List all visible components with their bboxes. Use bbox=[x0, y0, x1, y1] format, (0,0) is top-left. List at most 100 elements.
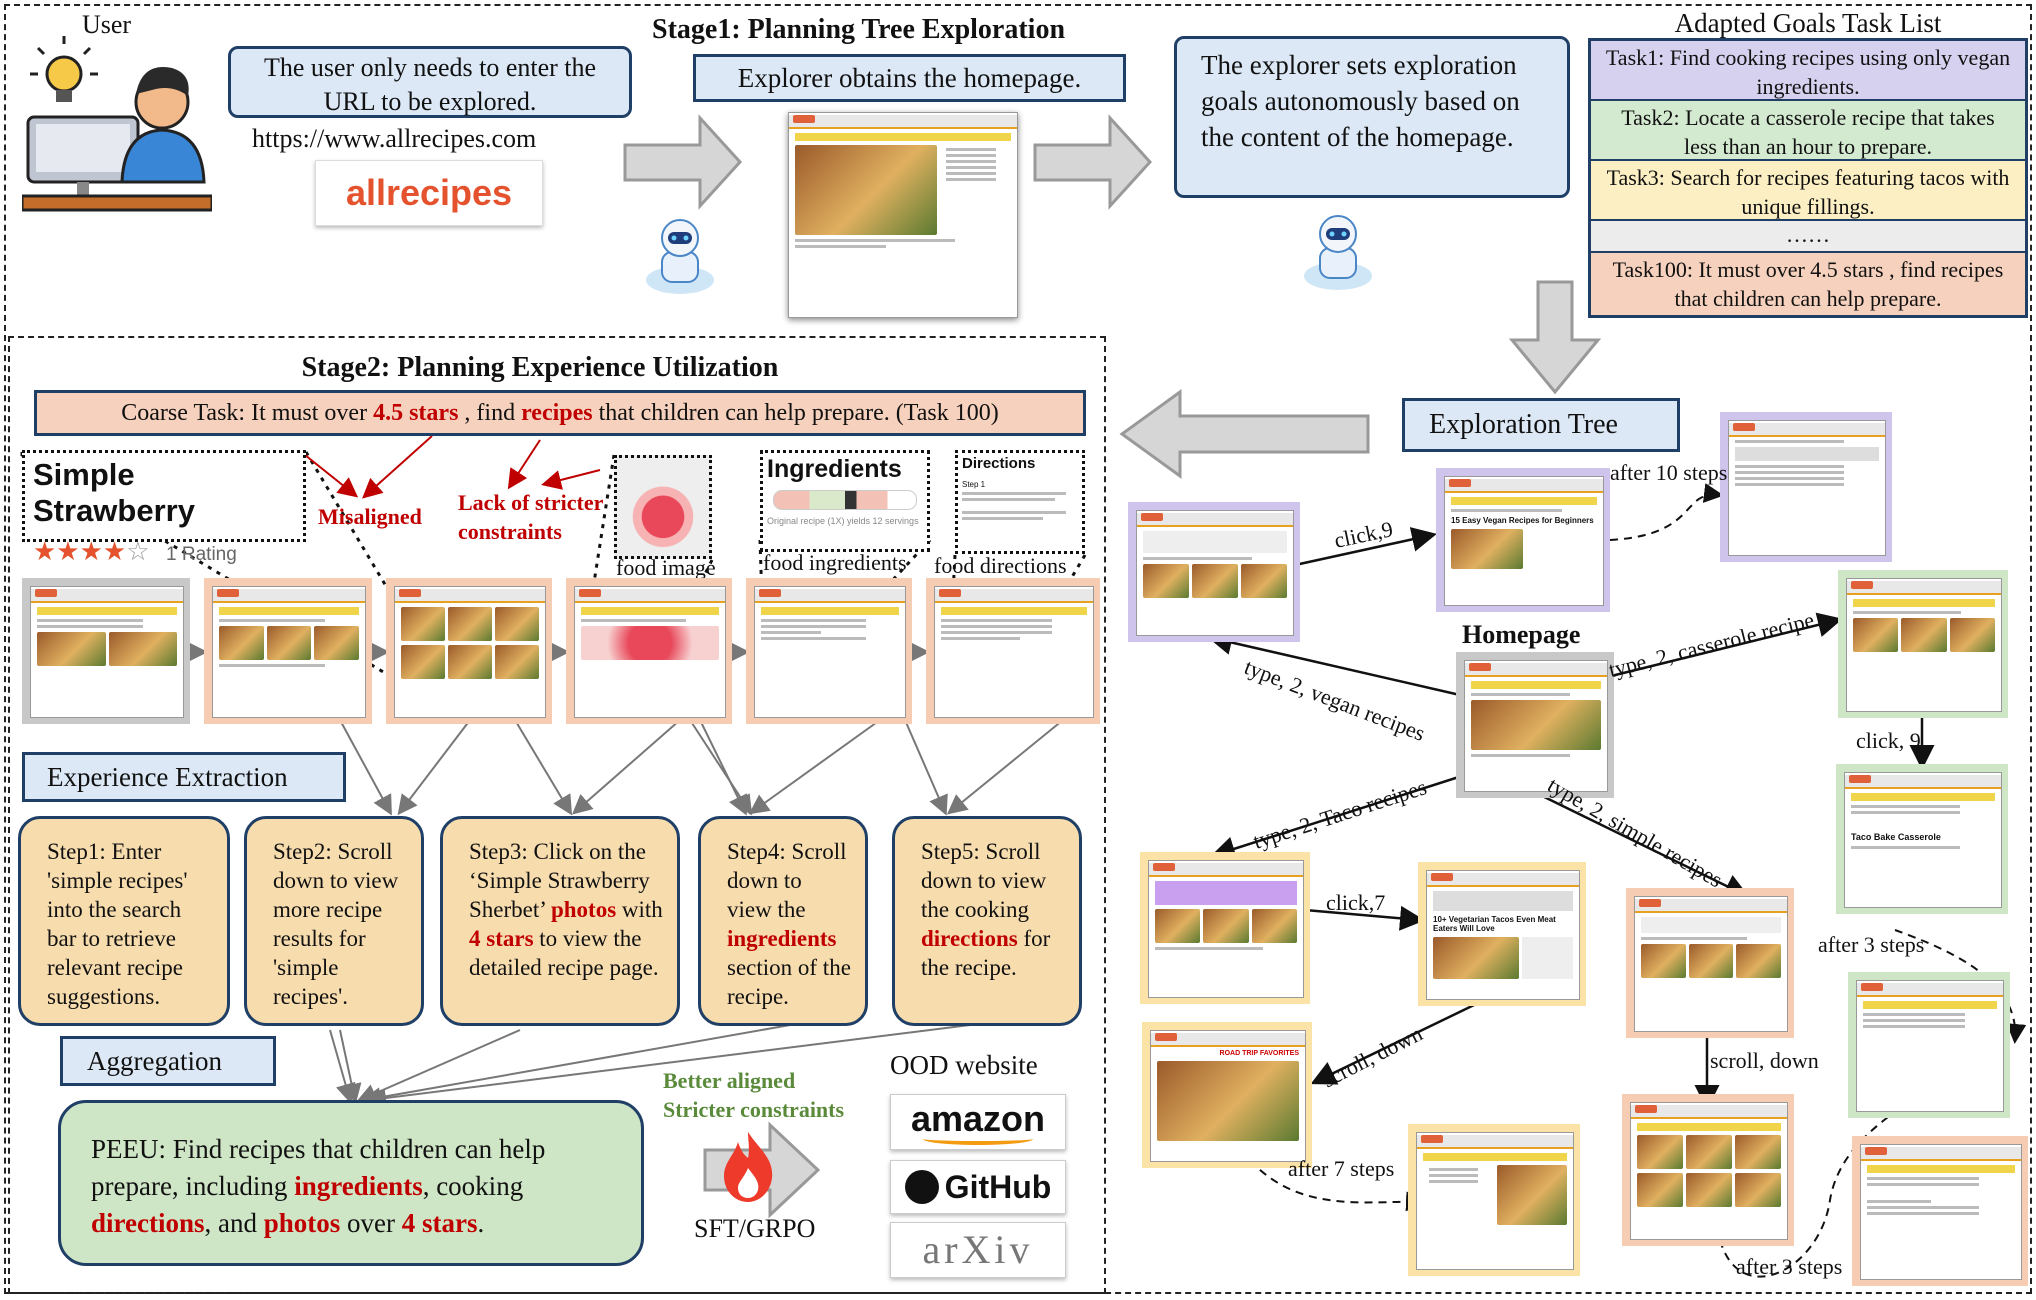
coarse-task-text: Coarse Task: It must over bbox=[121, 400, 374, 426]
block-arrow-2 bbox=[1033, 114, 1153, 210]
food-image-label: food image bbox=[616, 555, 716, 580]
step-box-1: Step1: Enter 'simple recipes' into the s… bbox=[18, 816, 230, 1026]
arxiv-logo: arXiv bbox=[890, 1222, 1066, 1278]
edge-label: after 3 steps bbox=[1818, 932, 1925, 957]
block-arrow-1 bbox=[623, 114, 743, 210]
sequence-screenshot bbox=[926, 578, 1100, 724]
step-box-3: Step3: Click on the ‘Simple Strawberry S… bbox=[440, 816, 680, 1026]
misaligned-label: Misaligned bbox=[318, 504, 422, 529]
peeu-highlight: ingredients bbox=[294, 1171, 423, 1201]
step-text: for the recipe. bbox=[921, 926, 1051, 980]
github-logo-text: GitHub bbox=[944, 1169, 1052, 1205]
step-box-4: Step4: Scroll down to view the ingredien… bbox=[698, 816, 868, 1026]
user-instruction-box: The user only needs to enter the URL to … bbox=[228, 46, 632, 118]
step-box-2: Step2: Scroll down to view more recipe r… bbox=[244, 816, 424, 1026]
tree-node-homepage bbox=[1456, 652, 1614, 798]
peeu-text: , cooking bbox=[422, 1171, 524, 1201]
user-label: User bbox=[82, 10, 132, 39]
block-arrow-down bbox=[1508, 280, 1602, 395]
block-arrow-left bbox=[1119, 389, 1370, 479]
task-list: Task1: Find cooking recipes using only v… bbox=[1588, 38, 2028, 318]
shot-title: 15 Easy Vegan Recipes for Beginners bbox=[1451, 516, 1594, 525]
explorer-homepage-box: Explorer obtains the homepage. bbox=[693, 54, 1126, 102]
peeu-highlight: 4 stars bbox=[401, 1208, 478, 1238]
sequence-screenshot bbox=[22, 578, 190, 724]
zoom-recipe-title: Simple Strawberry bbox=[33, 457, 195, 528]
task-item: Task2: Locate a casserole recipe that ta… bbox=[1591, 101, 2025, 161]
coarse-task-text: , find bbox=[458, 400, 522, 426]
user-illustration-icon bbox=[22, 36, 212, 212]
tree-node-vegan-final bbox=[1720, 412, 1892, 562]
stage2-frame bbox=[8, 336, 1106, 1294]
coarse-task-highlight: recipes bbox=[521, 400, 593, 426]
aggregation-label: Aggregation bbox=[60, 1036, 276, 1086]
tree-node-taco-final bbox=[1408, 1124, 1580, 1276]
tree-node-taco-search bbox=[1140, 852, 1310, 1004]
rating-count: 1 Rating bbox=[166, 544, 237, 565]
step-text: section of the recipe. bbox=[727, 955, 851, 1009]
tree-node-vegan-search bbox=[1128, 502, 1300, 642]
directions-step: Step 1 bbox=[962, 480, 986, 489]
ingredients-subtext: Original recipe (1X) yields 12 servings bbox=[767, 516, 919, 526]
step-text: Step5: Scroll down to view the cooking bbox=[921, 839, 1047, 922]
peeu-box: PEEU: Find recipes that children can hel… bbox=[58, 1100, 644, 1266]
edge-label: after 7 steps bbox=[1288, 1156, 1395, 1181]
ingredients-heading: Ingredients bbox=[767, 455, 902, 483]
stricter-constraints-label: Stricter constraints bbox=[663, 1097, 845, 1122]
better-aligned-label: Better aligned bbox=[663, 1068, 796, 1093]
lack-constraints-label: Lack of stricter constraints bbox=[458, 490, 603, 544]
sequence-screenshot bbox=[204, 578, 372, 724]
coarse-task-box: Coarse Task: It must over 4.5 stars , fi… bbox=[34, 390, 1086, 436]
tree-node-vegan-page: 15 Easy Vegan Recipes for Beginners bbox=[1436, 468, 1610, 612]
arxiv-logo-text: arXiv bbox=[922, 1227, 1034, 1272]
zoom-rating-panel: Simple Strawberry ★★★★☆ 1 Rating bbox=[22, 450, 306, 566]
allrecipes-logo: allrecipes bbox=[315, 160, 543, 226]
food-directions-label: food directions bbox=[934, 553, 1067, 578]
amazon-smile-icon bbox=[923, 1133, 1033, 1145]
explorer-goals-box: The explorer sets exploration goals auto… bbox=[1174, 36, 1570, 198]
task-item: Task3: Search for recipes featuring taco… bbox=[1591, 161, 2025, 221]
tree-node-simple-final bbox=[1852, 1136, 2028, 1286]
peeu-text: . bbox=[477, 1208, 485, 1238]
exploration-tree-label: Exploration Tree bbox=[1402, 398, 1680, 452]
step-box-5: Step5: Scroll down to view the cooking d… bbox=[892, 816, 1082, 1026]
step-text: to view the detailed recipe page. bbox=[469, 926, 659, 980]
step-text: with bbox=[616, 897, 663, 922]
peeu-text: over bbox=[340, 1208, 402, 1238]
step-text: Step3: Click on the ‘Simple Strawberry S… bbox=[469, 839, 650, 922]
shot-title: ROAD TRIP FAVORITES bbox=[1219, 1050, 1299, 1057]
peeu-highlight: photos bbox=[263, 1208, 341, 1238]
star-empty-icon: ☆ bbox=[126, 537, 150, 566]
stage1-title: Stage1: Planning Tree Exploration bbox=[652, 14, 1066, 45]
star-icon: ★★★★ bbox=[33, 537, 127, 566]
goals-title: Adapted Goals Task List bbox=[1674, 8, 1942, 38]
coarse-task-highlight: 4.5 stars bbox=[373, 400, 459, 426]
flame-icon bbox=[724, 1132, 773, 1202]
peeu-text: PEEU: Find recipes that children can hel… bbox=[91, 1134, 546, 1201]
ingredients-bar-icon bbox=[773, 490, 917, 510]
sequence-screenshot bbox=[746, 578, 912, 724]
edge-label: scroll, down bbox=[1710, 1048, 1819, 1073]
experience-extraction-label: Experience Extraction bbox=[22, 752, 346, 802]
step-highlight: ingredients bbox=[727, 926, 837, 951]
stage2-title: Stage2: Planning Experience Utilization bbox=[301, 352, 779, 383]
url-text: https://www.allrecipes.com bbox=[252, 124, 537, 153]
amazon-logo-text: amazon bbox=[910, 1098, 1046, 1139]
zoom-directions-panel: Directions Step 1 bbox=[955, 450, 1085, 554]
homepage-screenshot bbox=[788, 112, 1018, 318]
allrecipes-logo-text: allrecipes bbox=[345, 172, 513, 213]
step-text: Step4: Scroll down to view the bbox=[727, 839, 847, 922]
github-octocat-icon bbox=[904, 1170, 939, 1204]
coarse-task-text: that children can help prepare. (Task 10… bbox=[592, 400, 999, 426]
tree-node-casserole-search bbox=[1838, 570, 2008, 718]
step-highlight: directions bbox=[921, 926, 1018, 951]
peeu-highlight: directions bbox=[91, 1208, 205, 1238]
ood-website-label: OOD website bbox=[890, 1050, 1038, 1080]
step-highlight: photos bbox=[550, 897, 617, 922]
directions-heading: Directions bbox=[962, 455, 1036, 472]
peeu-text: , and bbox=[204, 1208, 264, 1238]
shot-title: 10+ Vegetarian Tacos Even Meat Eaters Wi… bbox=[1433, 915, 1556, 933]
tree-node-casserole-page: Taco Bake Casserole bbox=[1836, 764, 2008, 914]
sft-grpo-label: SFT/GRPO bbox=[694, 1214, 816, 1243]
edge-label: click, 9 bbox=[1856, 728, 1921, 753]
